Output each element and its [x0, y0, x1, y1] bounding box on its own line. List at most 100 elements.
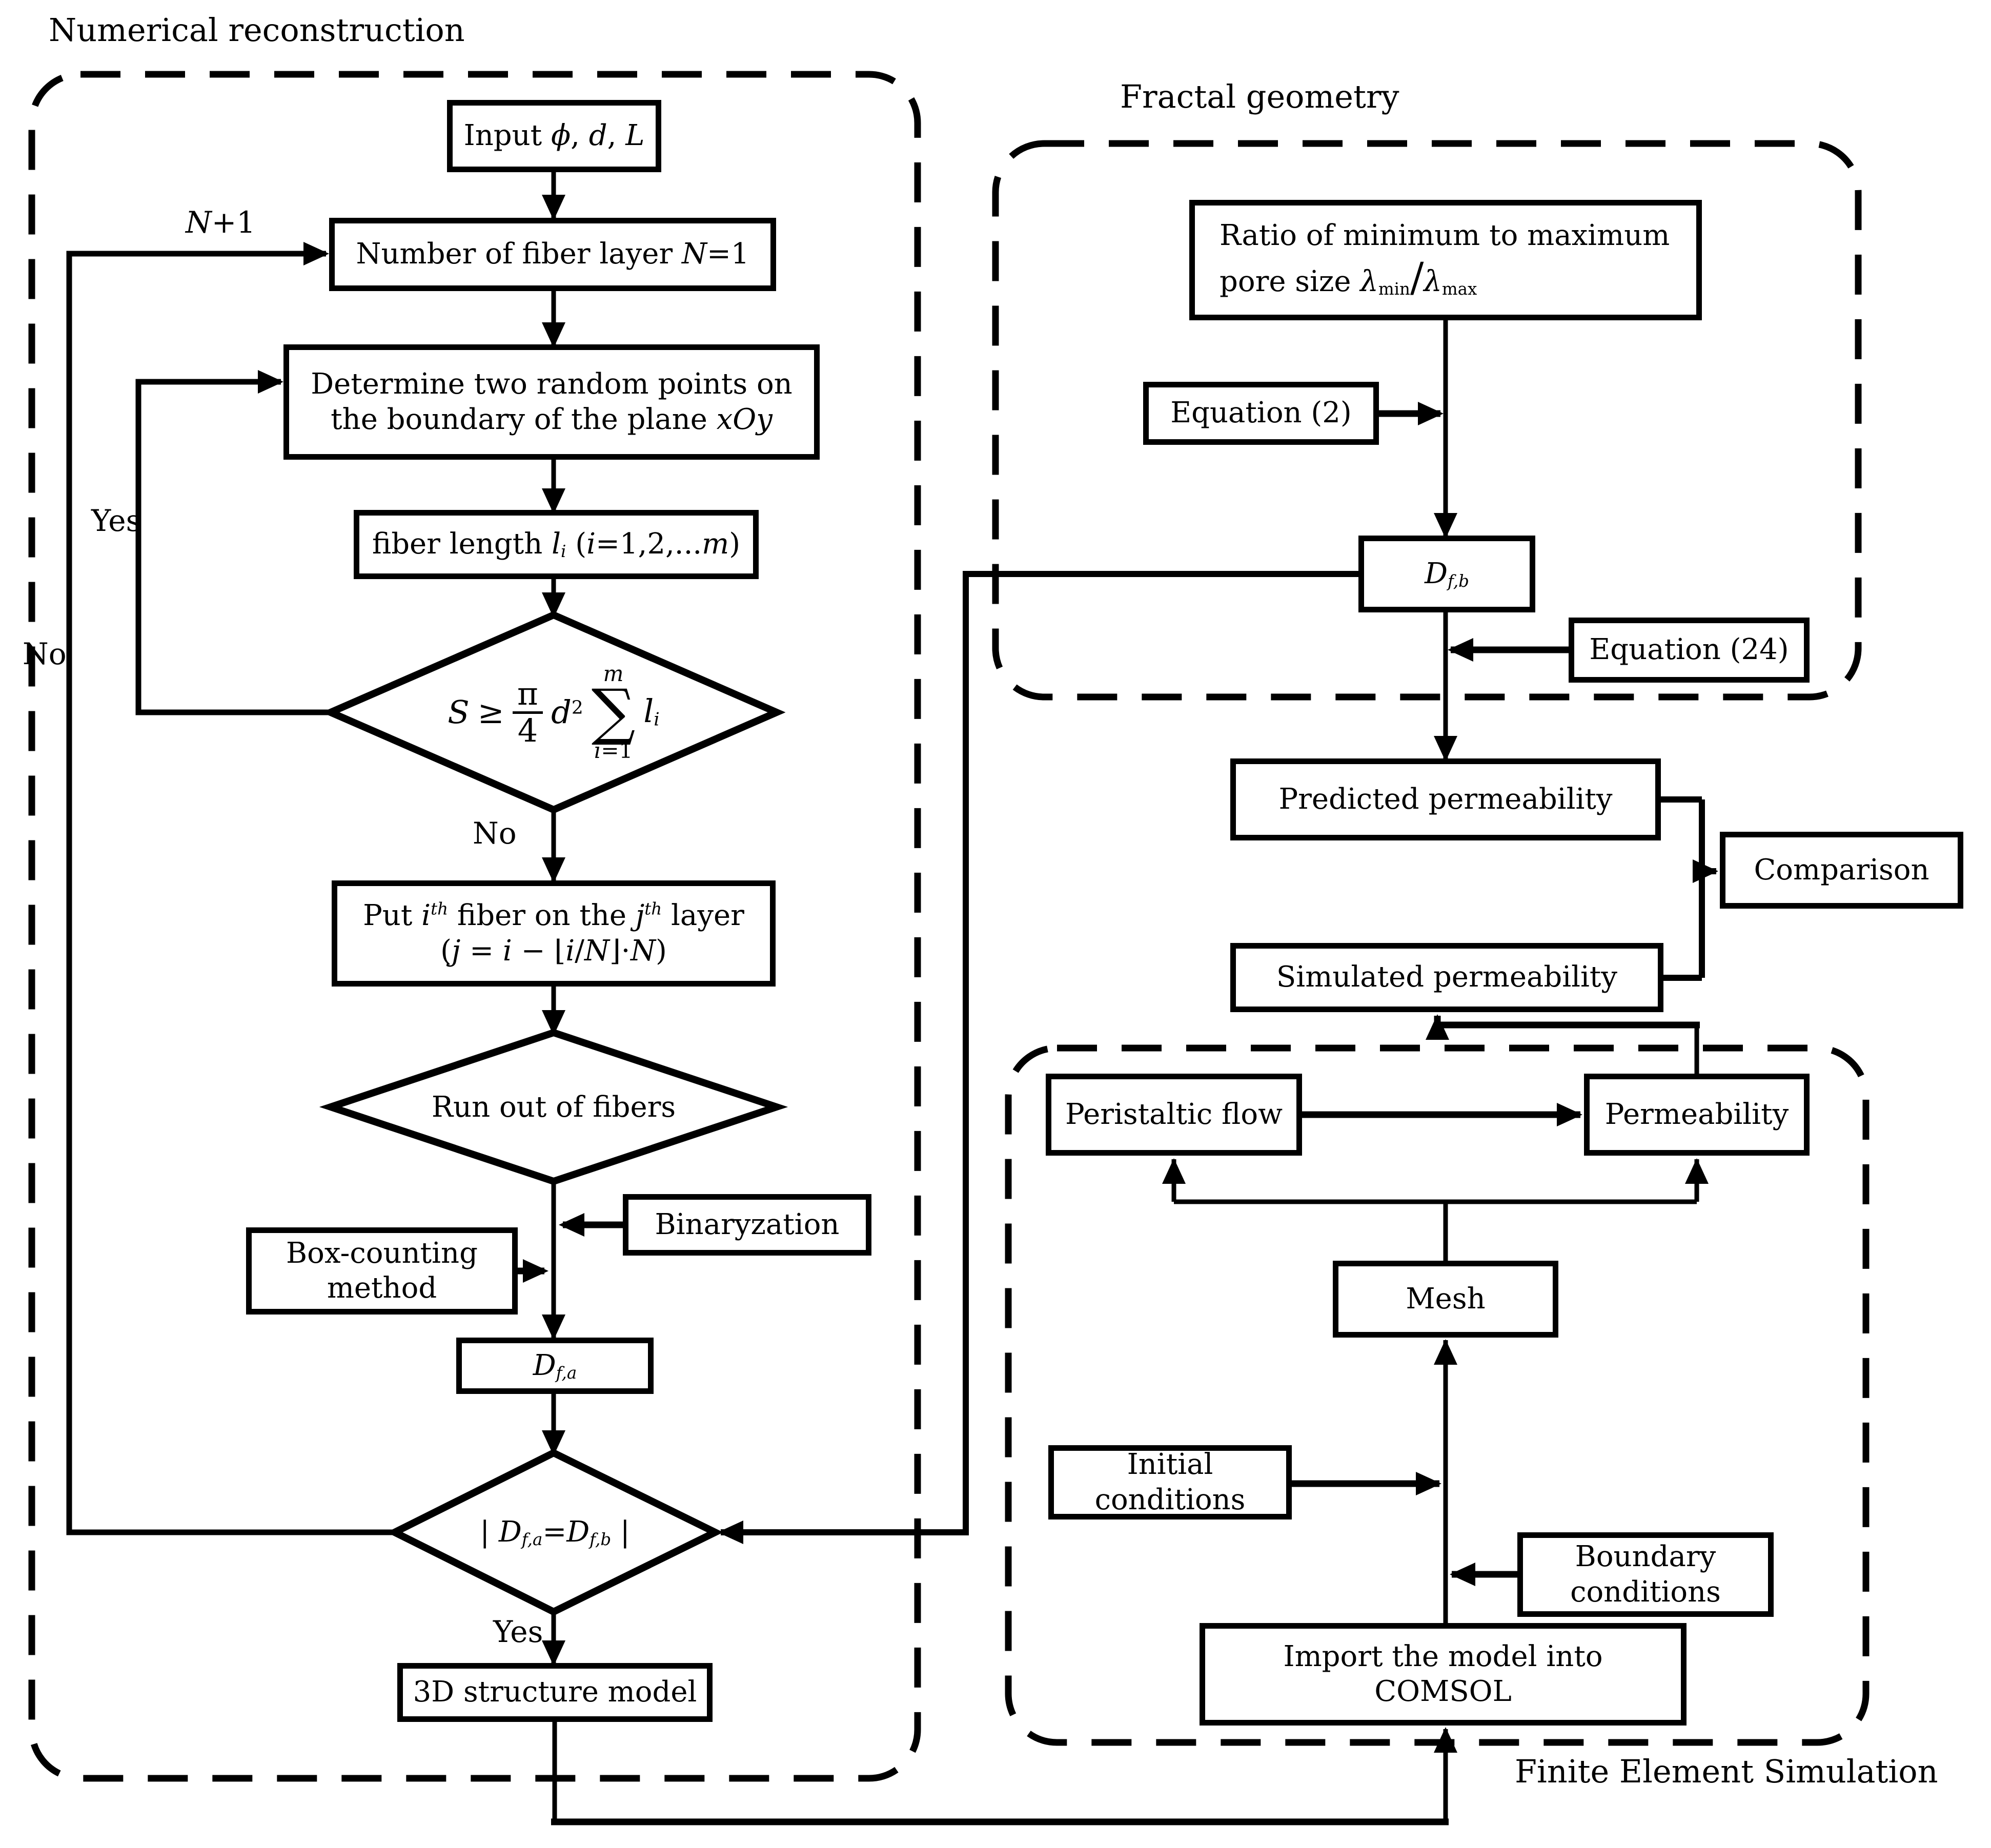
arrowhead: [542, 322, 565, 348]
arrowhead: [1416, 1472, 1441, 1495]
sum-lower-limit: i=1: [594, 738, 633, 763]
arrowhead: [1434, 736, 1457, 762]
node-compare: | Df,a=Df,b |: [395, 1453, 715, 1612]
node-eq2-label: Equation (2): [1170, 396, 1352, 430]
arrowhead: [1685, 1158, 1709, 1184]
node-put-fiber: Put ith fiber on the jth layer (j = i − …: [332, 880, 776, 987]
node-s-condition: S ≥ π 4 d2 m ∑ i=1 li: [331, 615, 777, 810]
fraction-denominator: 4: [512, 711, 543, 748]
s-condition-diamond: [321, 611, 786, 814]
node-peristaltic-label: Peristaltic flow: [1065, 1097, 1283, 1131]
sigma-symbol: ∑: [591, 676, 636, 748]
node-boundary-conditions: Boundary conditions: [1517, 1532, 1774, 1617]
arrowhead: [1434, 1727, 1457, 1753]
panel-border-finite-element-simulation: [1005, 1044, 1870, 1746]
node-ratio-line1: Ratio of minimum to maximum: [1220, 218, 1670, 252]
arrowhead: [542, 488, 565, 514]
arrowhead: [542, 1010, 565, 1036]
node-comsol-line2: COMSOL: [1374, 1675, 1512, 1708]
node-simulated-label: Simulated permeability: [1276, 960, 1618, 994]
arrowhead: [1448, 638, 1473, 662]
panel-border-fractal-geometry: [992, 140, 1862, 701]
panel-title-numerical-reconstruction: Numerical reconstruction: [49, 11, 465, 49]
node-peristaltic: Peristaltic flow: [1046, 1074, 1302, 1156]
arrowhead: [1426, 1014, 1449, 1040]
l-sub-i-term: li: [643, 692, 660, 730]
node-eq24-label: Equation (24): [1589, 633, 1789, 667]
node-initial-conditions-label: Initial conditions: [1094, 1448, 1246, 1516]
node-box-counting-line2: method: [327, 1271, 437, 1305]
node-comsol: Import the model into COMSOL: [1200, 1623, 1687, 1726]
geq-sign: ≥: [477, 693, 504, 731]
fraction-numerator: π: [517, 674, 538, 712]
edge-dfb-to-compare: [721, 571, 1358, 1535]
arrowhead: [1693, 859, 1718, 883]
arrowhead: [303, 242, 329, 265]
edge-permeability-elbow: [1434, 1016, 1700, 1029]
edge-label-no-loop: No: [23, 636, 67, 671]
summation-term: m ∑ i=1: [592, 663, 636, 762]
arrowhead: [1162, 1158, 1186, 1184]
node-fiber-length-label: fiber length li (i=1,2,...m): [372, 527, 741, 562]
node-input: Input ϕ, d, L: [447, 100, 661, 172]
edge-label-no-branch: No: [473, 816, 517, 851]
edge-label-yes-loop: Yes: [91, 503, 141, 538]
run-out-diamond: [319, 1029, 788, 1185]
node-put-fiber-line2: (j = i − ⌊i/N⌋⋅N): [440, 934, 667, 968]
panel-title-finite-element-simulation: Finite Element Simulation: [1515, 1753, 1938, 1790]
node-box-counting: Box-counting method: [246, 1227, 518, 1315]
pi-over-4-fraction: π 4: [512, 674, 543, 748]
node-ratio: Ratio of minimum to maximum pore size λm…: [1189, 200, 1702, 320]
arrowhead: [1557, 1103, 1582, 1126]
edge-mesh-splitter: [1171, 1159, 1699, 1261]
node-model-3d-label: 3D structure model: [413, 1675, 697, 1709]
node-dfb: Df,b: [1358, 536, 1535, 612]
node-simulated: Simulated permeability: [1230, 943, 1663, 1012]
node-binaryzation: Binaryzation: [623, 1194, 871, 1256]
node-box-counting-line1: Box-counting: [286, 1236, 478, 1270]
edge-label-yes-branch: Yes: [493, 1614, 543, 1649]
arrowhead: [542, 1315, 565, 1340]
node-eq24: Equation (24): [1569, 618, 1810, 683]
edge-comparison-collector: [1661, 796, 1716, 981]
compare-diamond: [387, 1449, 723, 1616]
s-condition-formula: S ≥ π 4 d2 m ∑ i=1 li: [448, 663, 659, 762]
arrowhead: [542, 1430, 565, 1456]
edge-label-n-plus-1: N+1: [186, 205, 256, 240]
sum-upper-limit: m: [603, 661, 624, 686]
node-ratio-line2: pore size λmin/λmax: [1220, 254, 1477, 301]
panel-border-numerical-reconstruction: [28, 71, 921, 1782]
arrowhead: [542, 195, 565, 220]
arrowhead: [718, 1521, 743, 1544]
arrowhead: [523, 1259, 548, 1283]
node-comparison: Comparison: [1720, 832, 1963, 909]
node-run-out: Run out of fibers: [331, 1033, 777, 1181]
d-squared-term: d2: [551, 693, 583, 731]
node-predicted-label: Predicted permeability: [1278, 782, 1613, 816]
edge-yes-loop: [135, 379, 331, 715]
arrowhead: [1418, 402, 1444, 425]
node-input-label: Input ϕ, d, L: [463, 119, 645, 153]
node-eq2: Equation (2): [1143, 382, 1379, 445]
arrowhead: [559, 1213, 584, 1237]
arrowhead: [542, 592, 565, 618]
node-random-points: Determine two random points on the bound…: [283, 344, 820, 460]
node-fiber-layers: Number of fiber layer N=1: [329, 218, 776, 291]
node-mesh: Mesh: [1333, 1261, 1558, 1338]
node-put-fiber-line1: Put ith fiber on the jth layer: [363, 899, 744, 933]
node-permeability-label: Permeability: [1604, 1097, 1789, 1131]
arrowhead: [1434, 1339, 1457, 1365]
edge-no-loop-n-plus-1: [66, 251, 395, 1535]
node-dfa-label: Df,a: [533, 1348, 577, 1383]
node-run-out-label: Run out of fibers: [431, 1090, 676, 1124]
node-predicted: Predicted permeability: [1230, 758, 1661, 840]
node-binaryzation-label: Binaryzation: [655, 1207, 840, 1241]
arrowhead: [542, 857, 565, 883]
panel-title-fractal-geometry: Fractal geometry: [1120, 78, 1399, 115]
node-random-points-line2: the boundary of the plane xOy: [331, 402, 773, 436]
node-comparison-label: Comparison: [1754, 853, 1929, 887]
node-fiber-layers-label: Number of fiber layer N=1: [356, 237, 749, 271]
node-model-3d: 3D structure model: [397, 1663, 713, 1722]
